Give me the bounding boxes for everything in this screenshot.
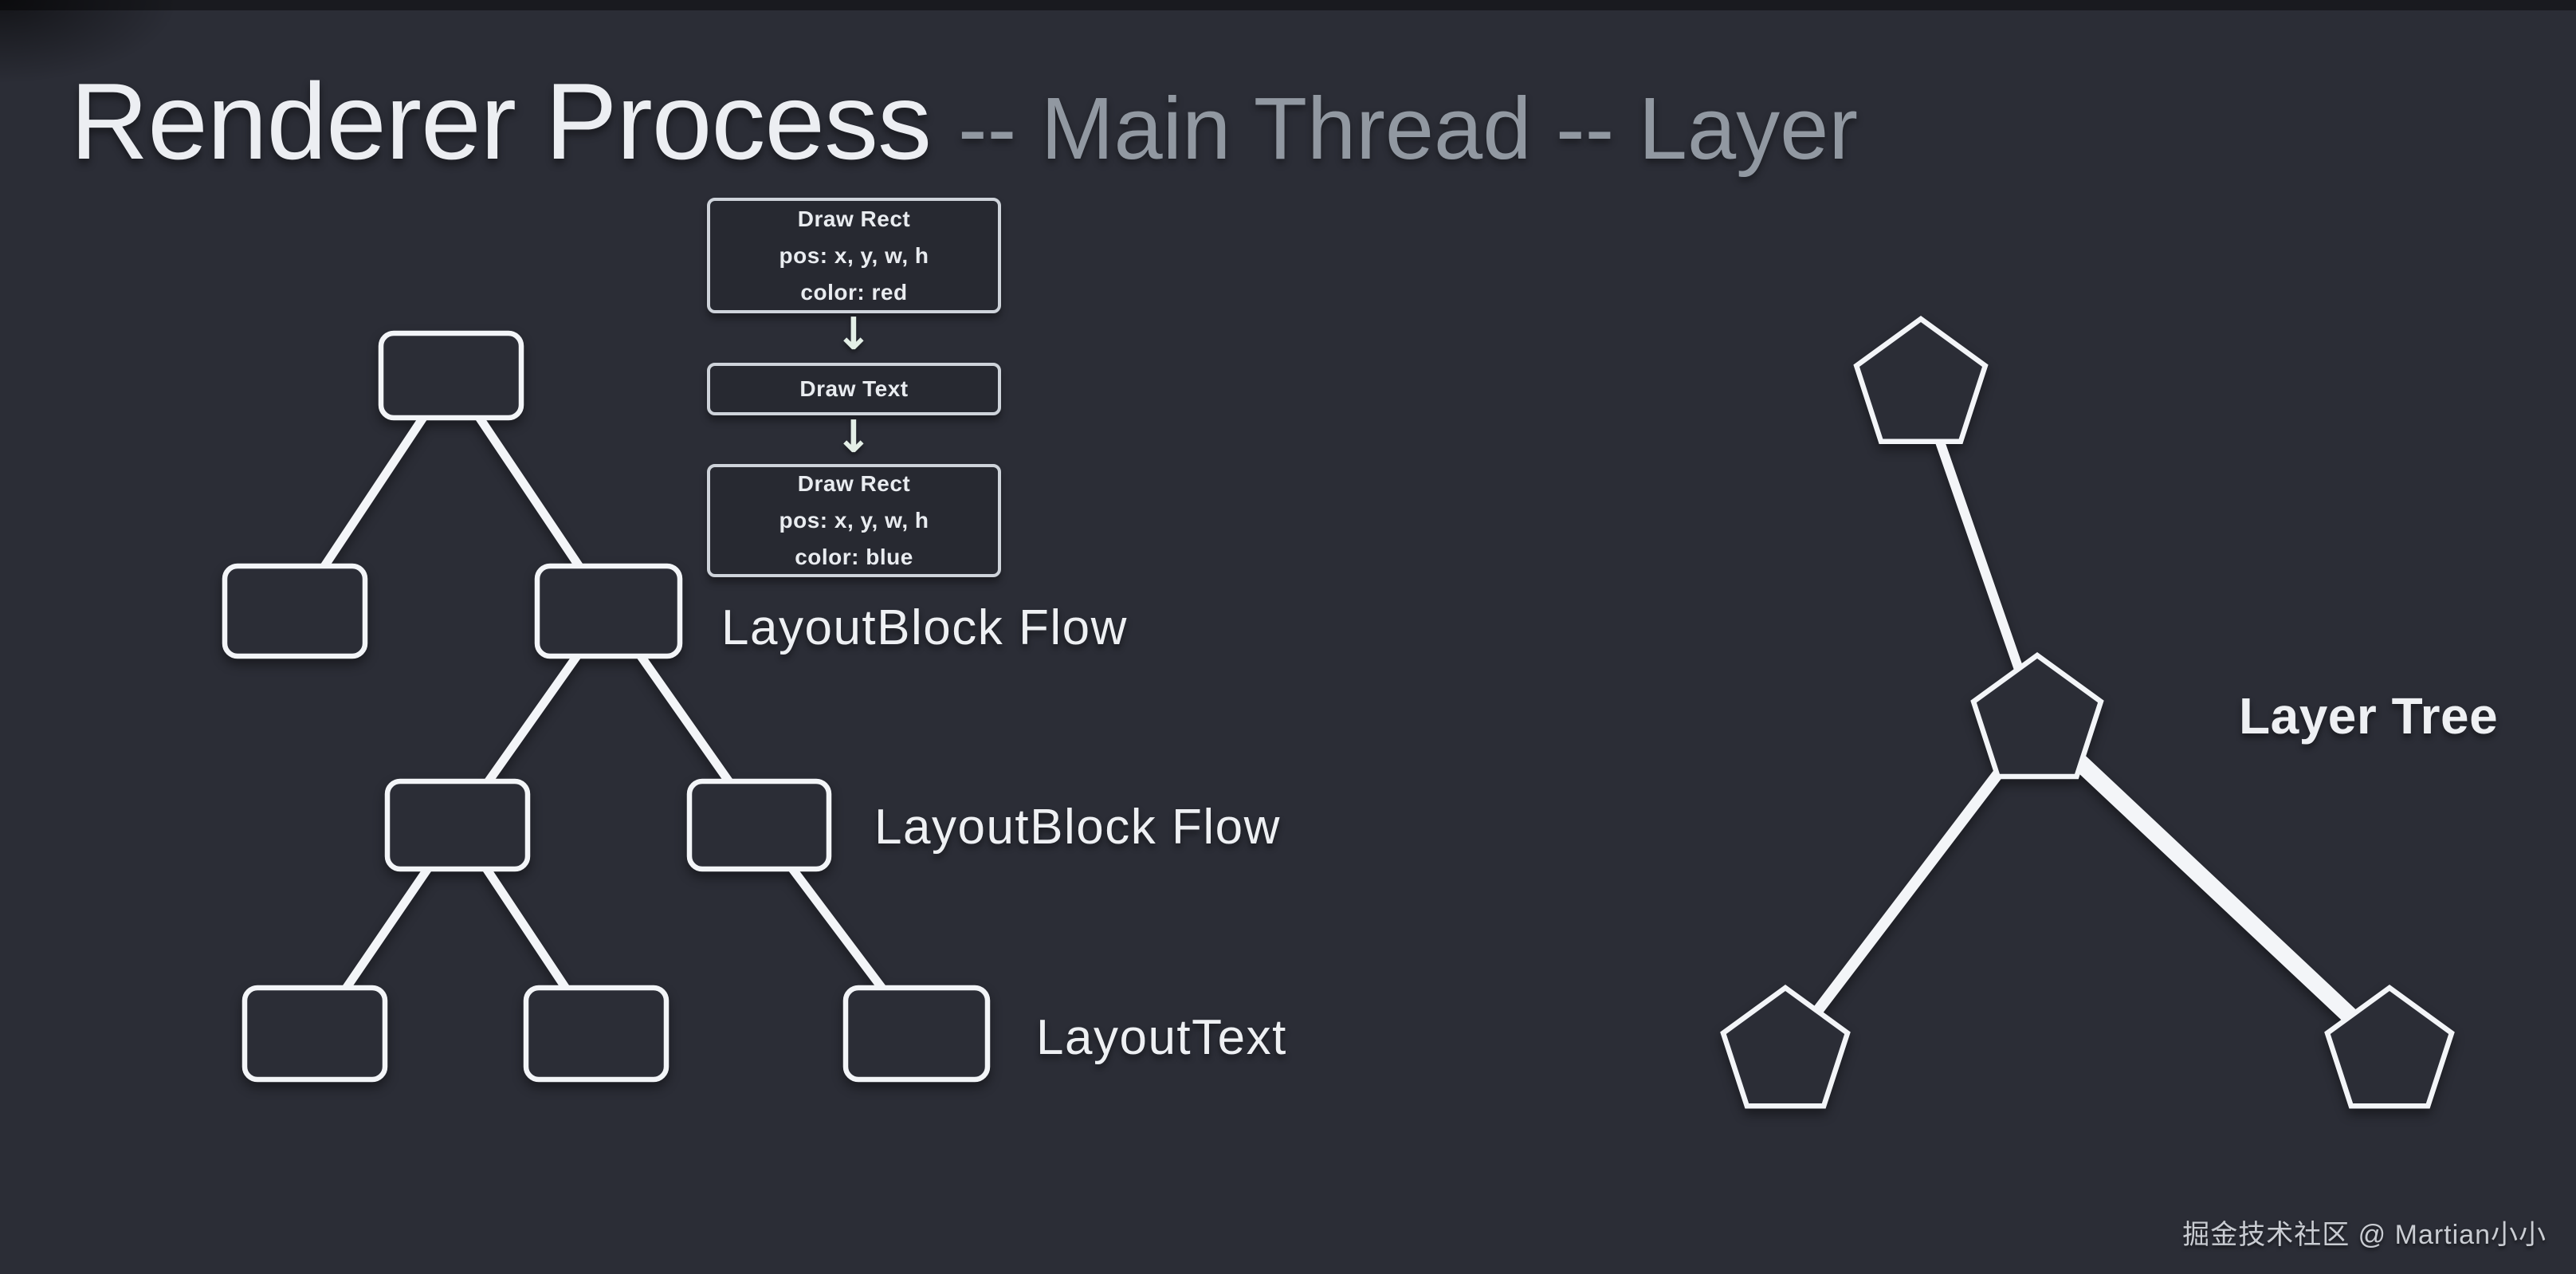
cmd-line: color: red: [800, 279, 908, 305]
label-layoutblock-flow-2: LayoutBlock Flow: [874, 800, 1281, 855]
layout-node-root: [378, 330, 524, 421]
label-layoutblock-flow-1: LayoutBlock Flow: [721, 600, 1128, 655]
layer-node-middle: [1970, 651, 2104, 780]
cmd-line: Draw Rect: [797, 206, 911, 231]
cmd-line: color: blue: [795, 545, 913, 569]
label-layouttext: LayoutText: [1036, 1010, 1287, 1065]
layout-node-level2-right: [534, 563, 683, 659]
layer-edge-middle-bottomleft: [1780, 717, 2043, 1059]
top-letterbox: [0, 0, 2576, 10]
down-arrow-icon: ↓: [834, 309, 873, 360]
draw-rect-red-box: Draw Rect pos: x, y, w, h color: red: [707, 198, 1001, 313]
down-arrow-icon: ↓: [834, 411, 873, 463]
layer-tree: [1720, 315, 2455, 1109]
draw-rect-blue-box: Draw Rect pos: x, y, w, h color: blue: [707, 464, 1001, 577]
layout-node-level2-left: [222, 563, 368, 659]
layout-tree: [222, 330, 991, 1083]
layout-node-level3-left: [384, 778, 531, 872]
layout-node-level4-left: [242, 985, 388, 1083]
layer-node-bottom-right: [2324, 984, 2455, 1109]
title-main: Renderer Process: [70, 61, 932, 182]
layer-node-bottom-left: [1720, 984, 1851, 1109]
cmd-line: pos: x, y, w, h: [779, 508, 929, 533]
layout-node-level4-right: [842, 985, 991, 1083]
cmd-line: Draw Text: [799, 376, 909, 401]
page-title: Renderer Process -- Main Thread -- Layer: [70, 59, 1858, 183]
layer-node-top: [1853, 315, 1989, 445]
draw-text-box: Draw Text: [707, 363, 1001, 415]
layout-node-level3-right: [686, 778, 832, 872]
layout-node-level4-mid: [523, 985, 670, 1083]
label-layer-tree: Layer Tree: [2239, 687, 2499, 745]
cmd-line: Draw Rect: [797, 471, 911, 496]
layer-edge-middle-bottomright: [2028, 714, 2398, 1062]
cmd-line: pos: x, y, w, h: [779, 242, 929, 268]
watermark: 掘金技术社区 @ Martian小小: [2182, 1220, 2547, 1250]
title-suffix: -- Main Thread -- Layer: [958, 80, 1858, 178]
